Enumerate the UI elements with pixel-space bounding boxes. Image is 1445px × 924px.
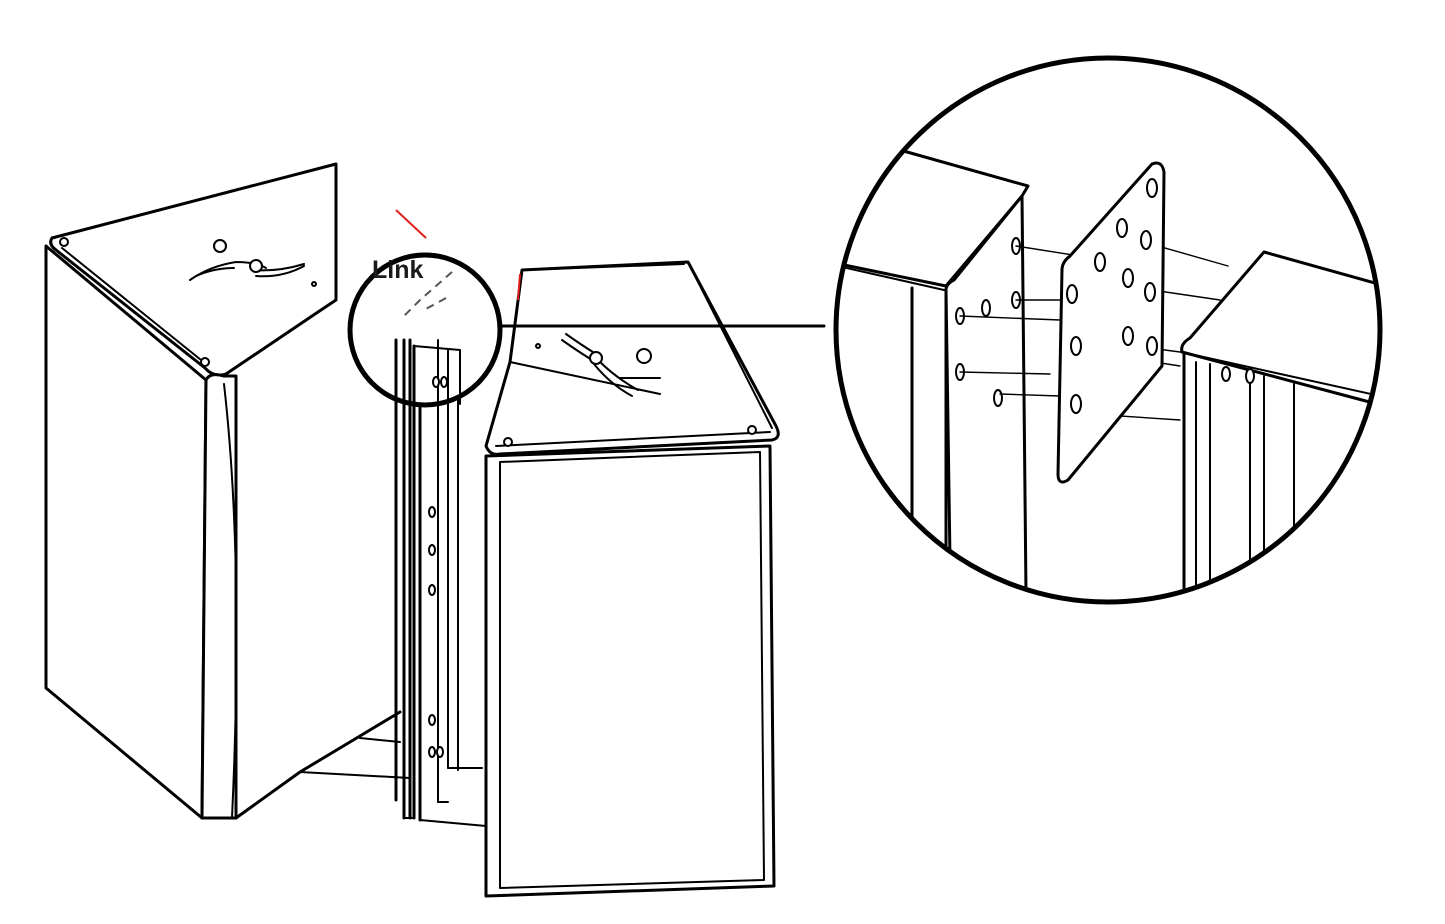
zoom-left-panel-side <box>944 194 1028 596</box>
bolt-icon <box>59 237 69 247</box>
right-cabinet <box>484 260 780 898</box>
small-callout-circle: Link <box>347 252 503 408</box>
left-cabinet-front-face <box>200 373 238 820</box>
handle-icon <box>561 333 661 397</box>
zoom-right-panel-top <box>1180 250 1380 412</box>
right-cabinet-front-face <box>484 444 776 898</box>
middle-rails <box>394 338 487 827</box>
link-plate-holes <box>1066 178 1158 414</box>
bolt-icon <box>747 425 757 435</box>
link-plate <box>1056 161 1166 484</box>
left-cabinet-curve <box>223 383 238 819</box>
bolt-icon <box>503 437 513 447</box>
right-cabinet-top <box>484 260 780 456</box>
handle-icon <box>189 239 305 281</box>
link-label: Link <box>372 256 423 284</box>
left-cabinet-side-edge <box>234 710 402 820</box>
left-cabinet <box>44 162 411 820</box>
left-cabinet-top <box>49 162 338 377</box>
bolt-icon <box>200 357 210 367</box>
pointer-mark <box>395 209 427 239</box>
large-callout-circle <box>833 55 1383 605</box>
